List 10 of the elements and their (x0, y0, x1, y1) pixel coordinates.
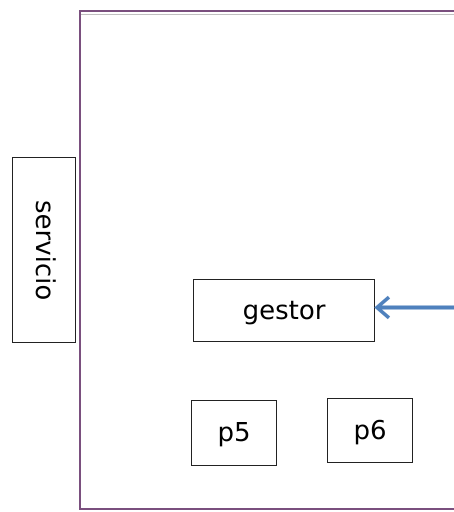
node-label: p5 (217, 418, 251, 448)
process-box (327, 398, 413, 463)
node-label: p6 (353, 416, 387, 446)
node-label: servicio (29, 200, 59, 300)
arrow (375, 295, 454, 320)
process-box (12, 157, 76, 343)
boundary-frame (79, 10, 454, 510)
node-label: gestor (242, 296, 326, 326)
process-box (193, 279, 375, 342)
process-box (191, 400, 277, 466)
